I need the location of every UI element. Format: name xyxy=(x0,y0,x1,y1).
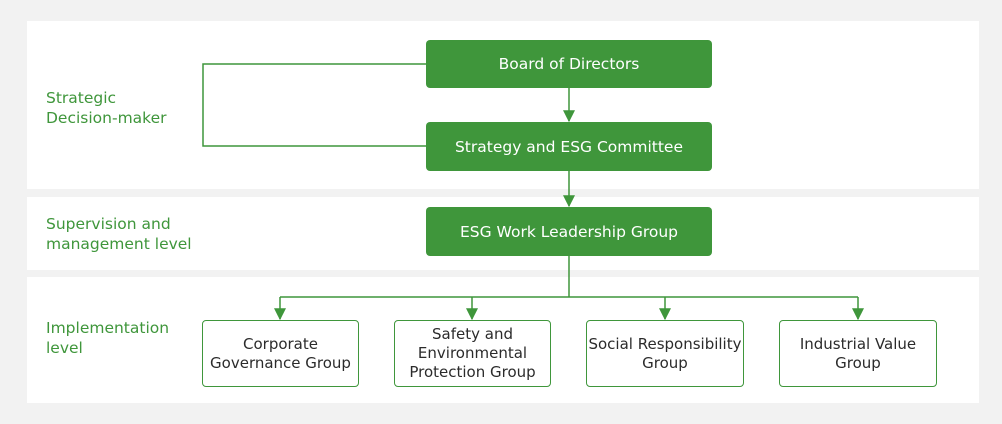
level-label-implementation: Implementation level xyxy=(46,319,170,357)
strategy-esg-committee-box: Strategy and ESG Committee xyxy=(426,122,712,171)
industrial-value-box: Industrial Value Group xyxy=(779,320,937,387)
level-label-supervision: Supervision and management level xyxy=(46,215,192,253)
social-responsibility-box: Social Responsibility Group xyxy=(586,320,744,387)
board-of-directors-box: Board of Directors xyxy=(426,40,712,88)
esg-work-leadership-box: ESG Work Leadership Group xyxy=(426,207,712,256)
safety-environmental-box: Safety and Environmental Protection Grou… xyxy=(394,320,551,387)
corporate-governance-box: Corporate Governance Group xyxy=(202,320,359,387)
level-label-strategic: Strategic Decision-maker xyxy=(46,89,167,127)
